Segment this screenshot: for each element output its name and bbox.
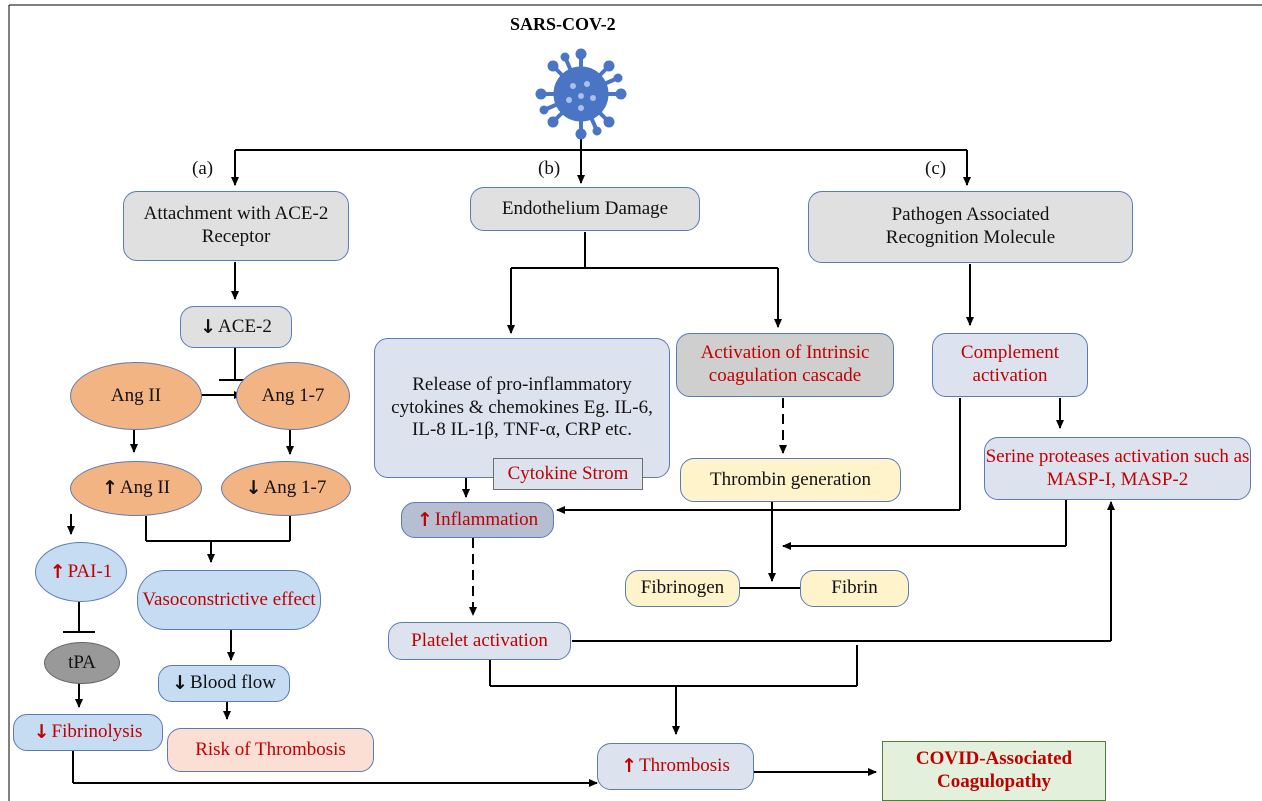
- node-release: Release of pro-inflammatory cytokines & …: [374, 338, 670, 478]
- node-blood-flow: ↓Blood flow: [158, 665, 290, 702]
- decrease-arrow-icon: ↓: [200, 315, 217, 338]
- increase-arrow-icon: ↑: [49, 560, 66, 583]
- virus-icon: [535, 48, 627, 140]
- increase-arrow-icon: ↑: [621, 755, 638, 778]
- node-ang2: Ang II: [70, 362, 202, 430]
- node-pai1: ↑PAI-1: [35, 542, 127, 602]
- node-inflammation: ↑Inflammation: [401, 502, 554, 538]
- branch-label-a: (a): [192, 158, 214, 179]
- node-tpa: tPA: [44, 642, 120, 684]
- node-fibrin: Fibrin: [800, 570, 909, 607]
- increase-arrow-icon: ↑: [416, 508, 433, 531]
- node-pathogen: Pathogen Associated Recognition Molecule: [808, 191, 1133, 263]
- node-covid-coagulopathy: COVID-Associated Coagulopathy: [882, 741, 1106, 801]
- node-ace2: ↓ACE-2: [180, 306, 292, 348]
- node-endothelium: Endothelium Damage: [470, 187, 700, 231]
- node-complement: Complement activation: [932, 333, 1088, 397]
- node-thrombin: Thrombin generation: [680, 458, 901, 502]
- branch-label-b: (b): [538, 158, 561, 179]
- node-platelet: Platelet activation: [388, 622, 571, 660]
- node-up-ang2: ↑Ang II: [70, 461, 202, 516]
- node-cytokine-storm: Cytokine Strom: [493, 458, 643, 490]
- node-intrinsic: Activation of Intrinsic coagulation casc…: [676, 333, 894, 397]
- decrease-arrow-icon: ↓: [172, 672, 188, 695]
- branch-label-c: (c): [925, 158, 947, 179]
- node-attachment: Attachment with ACE-2 Receptor: [123, 191, 349, 261]
- node-thrombosis: ↑Thrombosis: [597, 743, 754, 790]
- node-fibrinolysis: ↓Fibrinolysis: [13, 714, 163, 751]
- decrease-arrow-icon: ↓: [245, 477, 262, 500]
- node-ang17: Ang 1-7: [236, 362, 350, 430]
- node-serine-proteases: Serine proteases activation such as MASP…: [984, 437, 1251, 500]
- node-vasoconstrictive: Vasoconstrictive effect: [137, 570, 321, 630]
- node-fibrinogen: Fibrinogen: [625, 570, 740, 607]
- decrease-arrow-icon: ↓: [33, 721, 50, 744]
- increase-arrow-icon: ↑: [101, 477, 118, 500]
- node-risk-of-thrombosis: Risk of Thrombosis: [167, 728, 374, 772]
- diagram-title: SARS-COV-2: [510, 14, 616, 34]
- node-down-ang17: ↓Ang 1-7: [221, 461, 351, 516]
